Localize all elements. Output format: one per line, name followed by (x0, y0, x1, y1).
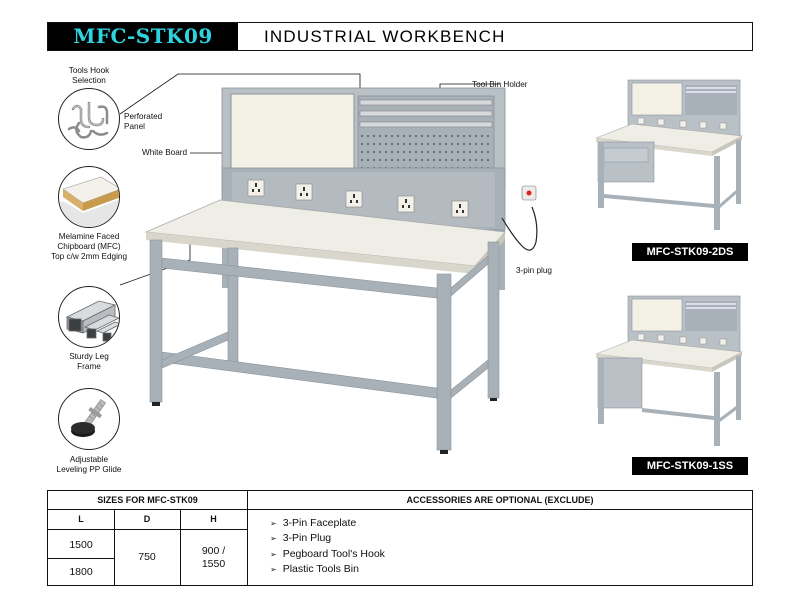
accessory-label: 3-Pin Plug (282, 532, 332, 545)
feature-label-line: Adjustable (69, 455, 109, 464)
socket-outlets (247, 179, 469, 218)
feature-label-line: Leveling PP Glide (56, 465, 122, 474)
accessory-label: Pegboard Tool's Hook (282, 547, 385, 560)
table-divider (114, 509, 115, 585)
arrow-bullet-icon: ➢ (270, 549, 277, 559)
melamine-board-icon (58, 166, 120, 228)
spec-table: SIZES FOR MFC-STK09 ACCESSORIES ARE OPTI… (47, 490, 753, 586)
leg-glides (152, 398, 497, 454)
variant-1ss-illustration (595, 295, 743, 446)
arrow-bullet-icon: ➢ (270, 534, 277, 544)
column-header-l: L (78, 514, 84, 524)
feature-label-tools-hook: Tools Hook Selection (48, 66, 130, 86)
feature-label-line: Chipboard (MFC) (57, 242, 121, 251)
callout-tool-bin-holder: Tool Bin Holder (472, 80, 528, 89)
model-badge: MFC-STK09 (48, 23, 238, 50)
tool-hooks-icon (58, 88, 120, 150)
table-divider (247, 491, 248, 585)
depth-value: 750 (138, 551, 156, 563)
arrow-bullet-icon: ➢ (270, 519, 277, 528)
accessories-list: ➢ 3-Pin Faceplate ➢ 3-Pin Plug ➢ Pegboard T… (270, 516, 385, 577)
length-value: 1500 (69, 539, 93, 551)
list-item: ➢ 3-Pin Plug (270, 531, 385, 546)
callout-line: Panel (124, 122, 145, 131)
model-code: MFC-STK09 (73, 24, 213, 48)
steel-tube-icon (58, 286, 120, 348)
list-item: ➢ Pegboard Tool's Hook (270, 547, 385, 562)
leg-frame (149, 239, 500, 451)
main-workbench-illustration (119, 73, 538, 454)
feature-label-line: Selection (72, 76, 106, 85)
height-value-line: 900 / (201, 545, 226, 557)
table-divider (48, 529, 247, 530)
leveling-glide-icon (58, 388, 120, 450)
feature-label-line: Frame (77, 362, 101, 371)
feature-label-line: Top c/w 2mm Edging (51, 252, 127, 261)
length-value: 1800 (69, 566, 93, 578)
column-header-d: D (143, 514, 151, 524)
variant-2ds-illustration (595, 79, 743, 230)
variant-label-1ss: MFC-STK09-1SS (632, 457, 748, 475)
accessory-label: Plastic Tools Bin (282, 562, 359, 575)
arrow-bullet-icon: ➢ (270, 564, 277, 574)
header-bar: MFC-STK09 INDUSTRIAL WORKBENCH (47, 22, 753, 51)
plug-cable (501, 185, 538, 251)
callout-perforated-panel: Perforated Panel (124, 112, 162, 132)
callout-white-board: White Board (142, 148, 188, 157)
height-value: 900 / 1550 (180, 545, 247, 571)
sizes-header: SIZES FOR MFC-STK09 (97, 495, 198, 505)
feature-label-leg-frame: Sturdy Leg Frame (48, 352, 130, 372)
page-title: INDUSTRIAL WORKBENCH (264, 27, 506, 46)
table-divider (180, 509, 181, 585)
variant-label-2ds: MFC-STK09-2DS (632, 243, 748, 261)
callout-pin-plug: 3-pin plug (516, 266, 552, 275)
column-header-h: H (210, 514, 217, 524)
height-value-line: 1550 (201, 558, 226, 570)
accessory-label: 3-Pin Faceplate (282, 517, 357, 529)
feature-label-line: Tools Hook (68, 66, 110, 75)
feature-label-line: Melamine Faced (58, 232, 120, 241)
feature-label-line: Sturdy Leg (69, 352, 109, 361)
feature-label-melamine: Melamine Faced Chipboard (MFC) Top c/w 2… (42, 232, 136, 262)
table-divider (48, 509, 752, 510)
table-divider (48, 558, 114, 559)
list-item: ➢ Plastic Tools Bin (270, 562, 385, 577)
list-item: ➢ 3-Pin Faceplate (270, 516, 385, 531)
feature-label-glide: Adjustable Leveling PP Glide (42, 455, 136, 475)
accessories-header: ACCESSORIES ARE OPTIONAL (EXCLUDE) (406, 495, 594, 505)
callout-line: Perforated (124, 112, 163, 121)
